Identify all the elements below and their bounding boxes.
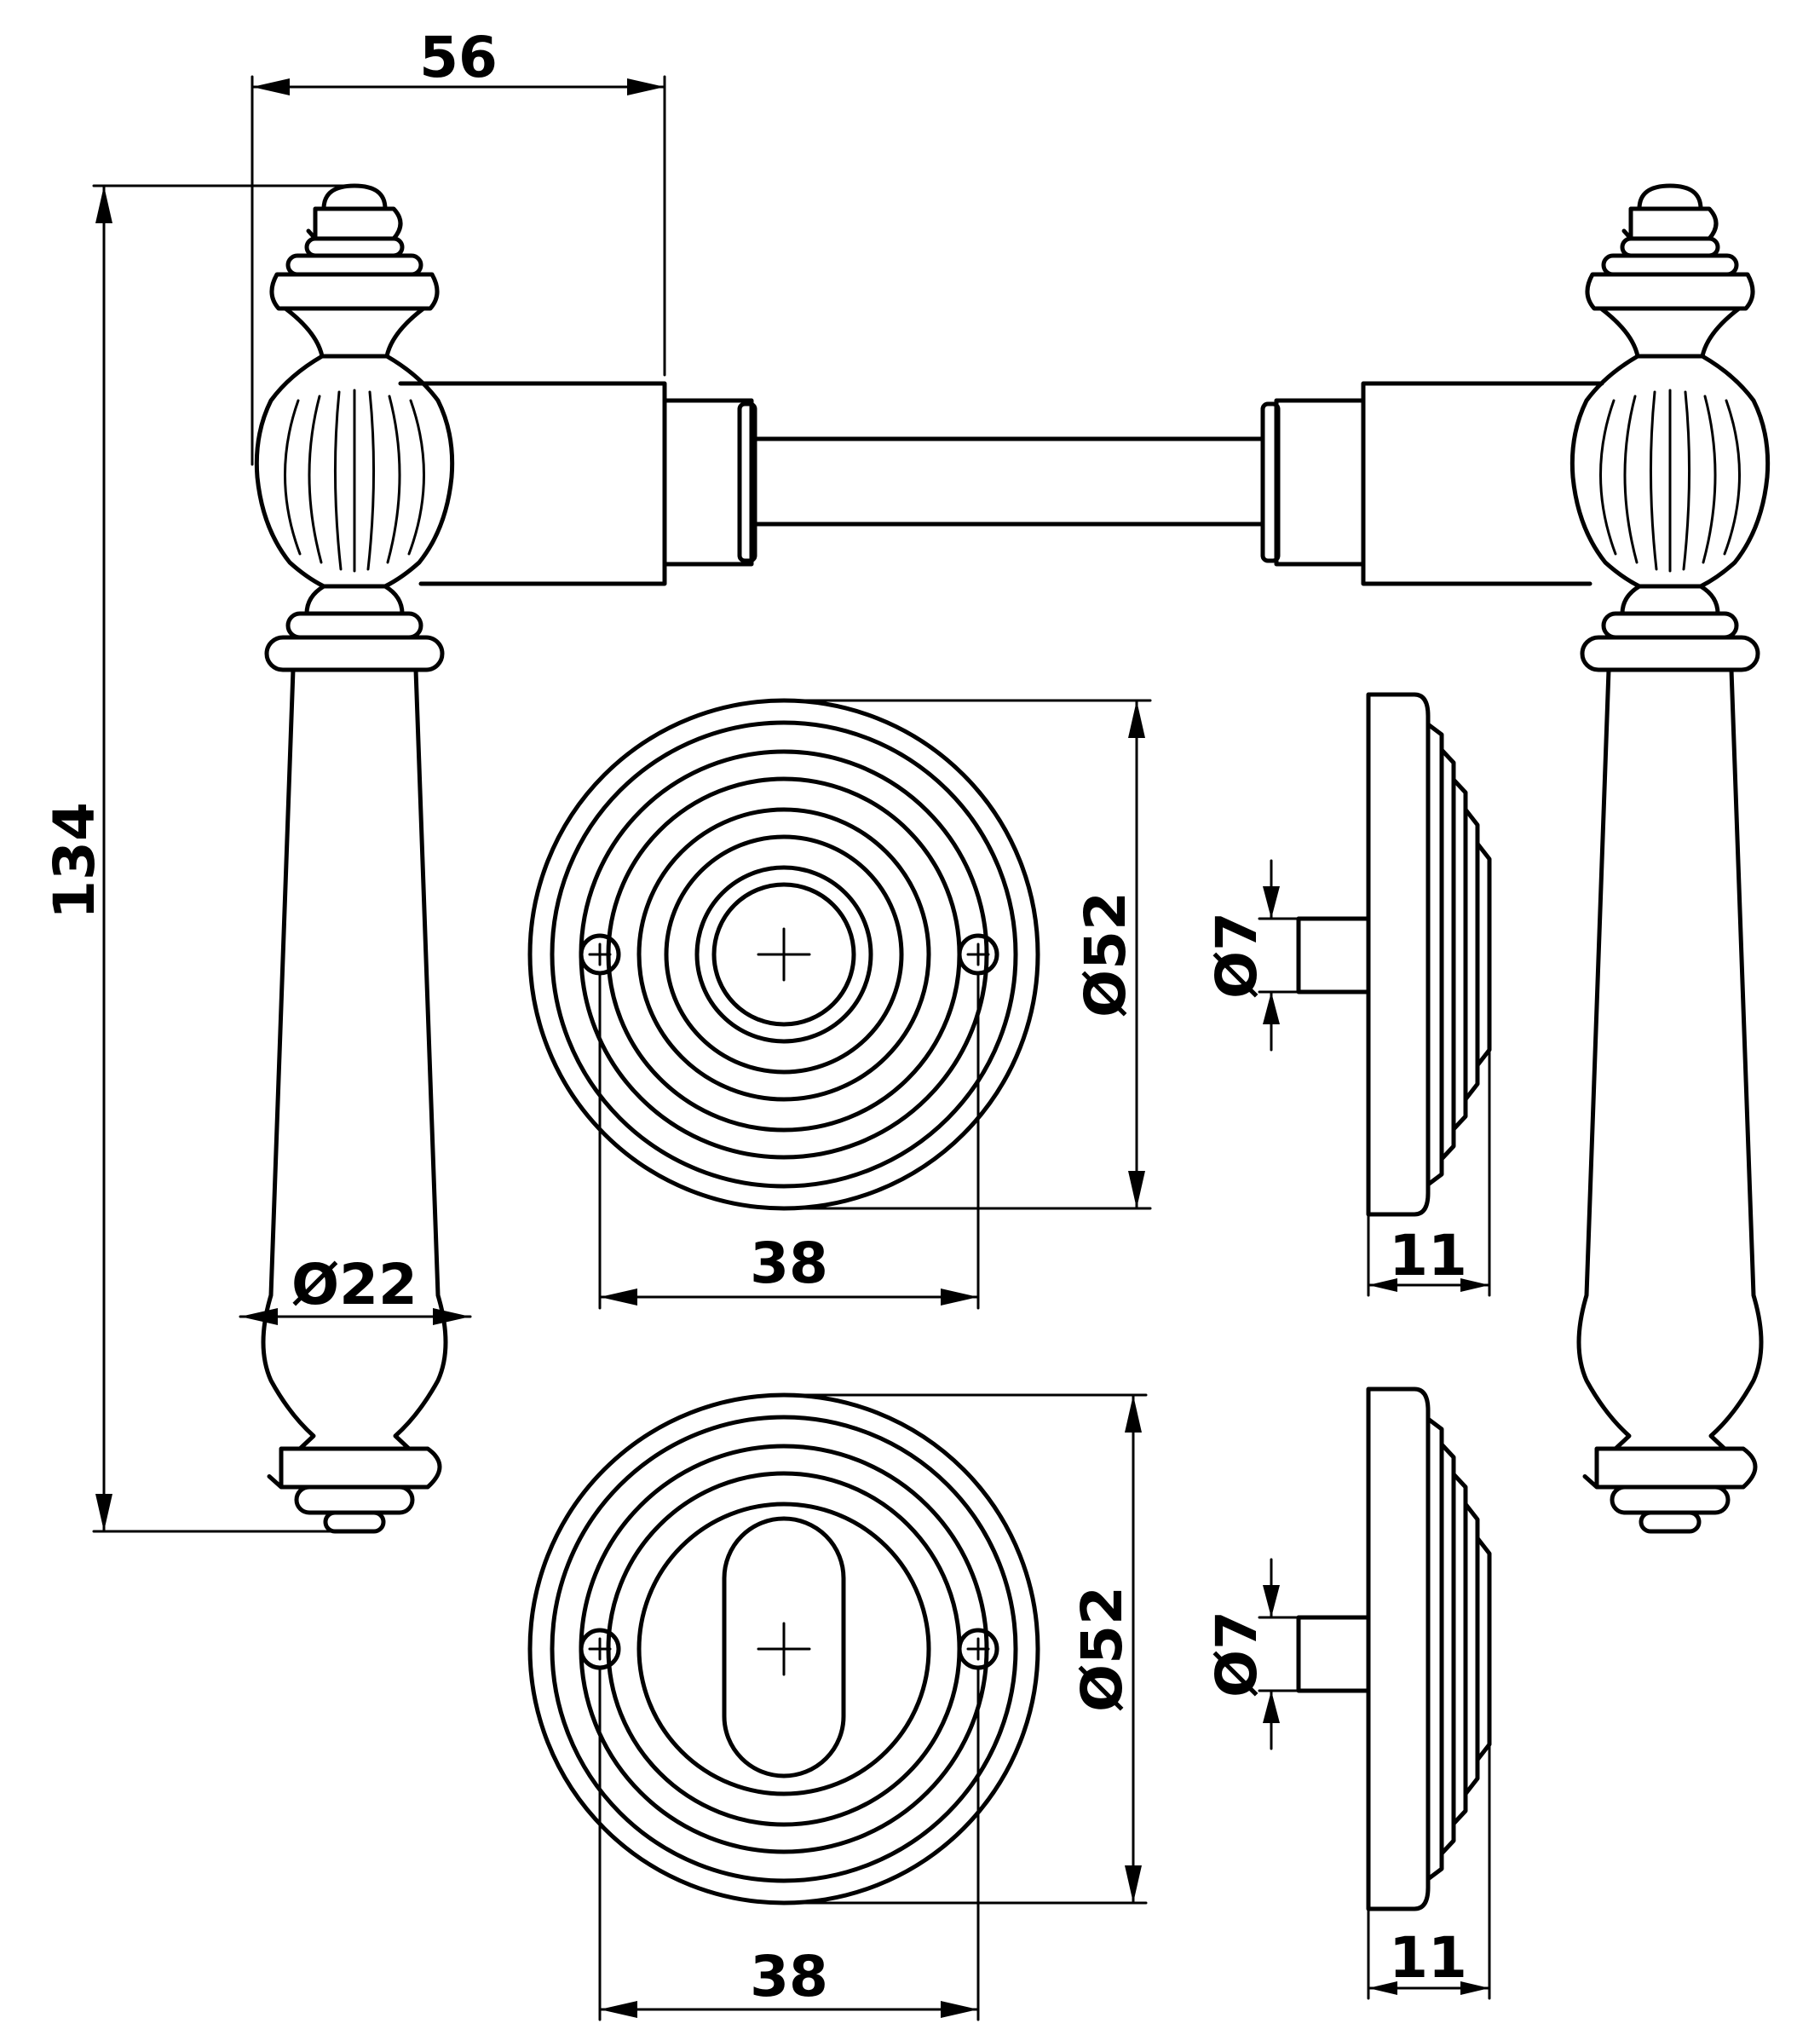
dim-pin-diameter-bottom: Ø7 [1204,1611,1270,1698]
screw-left [579,1628,621,1670]
screw-right [957,933,999,976]
dim-rose-diameter-bottom: Ø52 [1069,1586,1135,1712]
dim-screw-spacing-top: 38 [750,1231,828,1296]
left-lever [254,183,757,1534]
dim-lever-length: 134 [42,802,107,919]
dim-grip-diameter: Ø22 [291,1252,418,1317]
dim-screw-spacing-bottom: 38 [750,1944,828,2009]
dim-rose-thickness-top: 11 [1389,1223,1467,1288]
dim-rose-thickness-bottom: 11 [1389,1925,1467,1991]
top-rose-side [1296,692,1492,1217]
bottom-rose-front [527,1392,1040,1905]
dim-rose-diameter-top: Ø52 [1073,891,1138,1018]
dim-pin-diameter-top: Ø7 [1204,912,1270,999]
spindle [752,436,1265,527]
dim-lever-projection: 56 [419,25,498,90]
dimension-lines [92,75,1491,2021]
right-lever [1260,183,1771,1534]
bottom-rose-side [1296,1386,1492,1911]
screw-right [957,1628,999,1670]
screw-left [579,933,621,976]
top-rose-front [527,698,1040,1211]
